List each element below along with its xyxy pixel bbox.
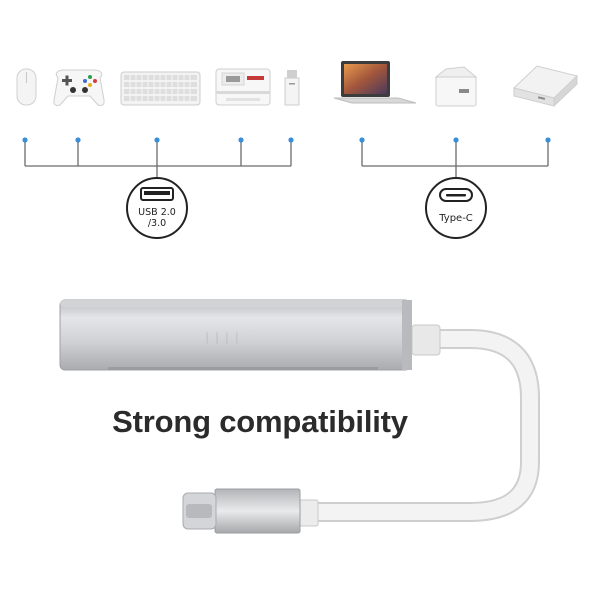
usb-c-label: Type-C [439,213,473,224]
laptop-icon [333,61,417,104]
charger-icon [434,66,478,107]
left-connector-dots [22,137,294,143]
printer-icon [215,68,271,106]
left-connector-lines [24,140,292,178]
gamepad-icon [53,69,105,106]
right-connector-lines [361,140,549,178]
keyboard-icon [120,71,201,106]
usb-a-label: USB 2.0 /3.0 [132,207,182,229]
usb-a-label-line1: USB 2.0 [138,207,176,218]
headline: Strong compatibility [112,404,408,439]
usb-a-label-line2: /3.0 [147,218,167,229]
right-connector-dots [359,137,551,143]
svg-text:I I I I: I I I I [205,329,239,348]
usb-stick-icon [284,70,300,106]
usb-a-port-badge [126,177,188,239]
usb-hub: I I I I [59,299,540,534]
usb-c-port-badge [425,177,487,239]
mouse-icon [16,68,37,106]
power-bank-icon [512,65,579,108]
